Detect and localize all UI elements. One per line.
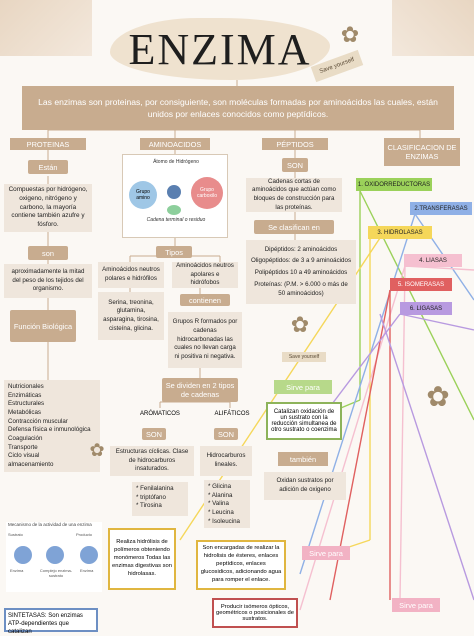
mech-label-enzima-2: Enzima bbox=[80, 568, 94, 573]
mech-label-complejo: Complejo enzima-sustrato bbox=[39, 568, 73, 578]
tipo-apolares: Aminoácidos neutros apolares e hidrófobo… bbox=[172, 262, 238, 288]
mechanism-figure: Mecanismo de la actividad de una enzima … bbox=[6, 522, 102, 592]
diagram-title: Átomo de Hidrógeno bbox=[153, 159, 199, 165]
aromatico-item: * Tirosina bbox=[136, 502, 162, 510]
clase-transferasas: 2.TRANSFERASAS bbox=[410, 202, 472, 215]
corner-collage-left bbox=[0, 0, 92, 56]
proteinas-son-desc: aproximadamente la mitad del peso de los… bbox=[4, 264, 92, 298]
dividen-pill: Se dividen en 2 tipos de cadenas bbox=[162, 378, 238, 402]
mech-label-sustrato: Sustrato bbox=[8, 532, 23, 537]
peptidos-desc: Cadenas cortas de aminoácidos que actúan… bbox=[246, 178, 342, 212]
aromaticos-desc: Estructuras cíclicas. Clase de hidrocarb… bbox=[110, 446, 194, 476]
funcion-item: Estructurales bbox=[8, 400, 45, 408]
alifaticos-label: ALIFÁTICOS bbox=[214, 411, 250, 417]
alifaticos-list: * Glicina * Alanina * Valina * Leucina *… bbox=[204, 480, 250, 528]
clase-ligasas: 6. LIGASAS bbox=[400, 302, 452, 315]
isomer-desc: Producir isómeros ópticos, geométricos o… bbox=[212, 598, 298, 628]
oxido-desc: Catalizan oxidación de un sustrato con l… bbox=[266, 402, 342, 440]
funcion-item: Coagulación bbox=[8, 435, 43, 443]
aromaticos-list: * Fenilalanina * triptófano * Tirosina bbox=[132, 482, 188, 516]
proteinas-estan: Están bbox=[28, 160, 68, 174]
alifatico-item: * Glicina bbox=[208, 483, 232, 490]
funcion-item: Enzimáticas bbox=[8, 391, 42, 399]
tipo-polares-list: Serina, treonina, glutamina, asparagina,… bbox=[98, 292, 164, 340]
clase-isomerasas: 5. ISOMERASAS bbox=[390, 278, 452, 291]
clase-oxidorreductoras: 1. OXIDORREDUCTORAS bbox=[356, 178, 432, 191]
proteinas-desc: Compuestas por hidrógeno, oxigeno, nitró… bbox=[4, 184, 92, 232]
residue-icon bbox=[167, 205, 181, 215]
funcion-item: Nutricionales bbox=[8, 383, 44, 390]
peptidos-header: PÉPTIDOS bbox=[262, 138, 328, 150]
peptido-item: Oligopéptidos: de 3 a 9 aminoácidos bbox=[250, 257, 352, 265]
complex-icon bbox=[46, 546, 64, 564]
proteinas-son: son bbox=[28, 246, 68, 260]
proteinas-header: PROTEINAS bbox=[10, 138, 86, 150]
aromaticos-label: ARÓMATICOS bbox=[140, 411, 180, 417]
alifatico-item: * Valina bbox=[208, 500, 229, 508]
tipo-polares: Aminoácidos neutros polares e hidrófilos bbox=[98, 262, 164, 288]
tipos-pill: Tipos bbox=[156, 246, 192, 258]
peptido-item: Dipéptidos: 2 aminoácidos bbox=[264, 245, 338, 253]
tambien-pill: también bbox=[278, 452, 328, 466]
aromaticos-son: SON bbox=[142, 428, 166, 440]
funciones-list: Nutricionales Enzimáticas Estructurales … bbox=[4, 380, 100, 472]
sintetasas-desc: SINTETASAS: Son enzimas ATP-dependientes… bbox=[4, 608, 98, 635]
grupo-amino-circle: Grupo amino bbox=[129, 181, 157, 209]
corner-collage-right bbox=[392, 0, 474, 56]
contienen-pill: contienen bbox=[180, 294, 230, 306]
clasificacion-header: CLASIFICACION DE ENZIMAS bbox=[384, 138, 460, 166]
sirve-para-hidrolasas: Sirve para bbox=[302, 546, 350, 560]
funcion-item: Transporte bbox=[8, 443, 38, 451]
oxido-desc2: Oxidan sustratos por adición de oxigeno bbox=[264, 472, 346, 500]
intro-banner: Las enzimas son proteinas, por consiguie… bbox=[22, 86, 454, 130]
peptido-item: Proteínas: (P.M. > 6.000 o más de 50 ami… bbox=[254, 280, 348, 297]
alifaticos-desc: Hidrocarburos lineales. bbox=[200, 446, 252, 476]
clase-liasas: 4. LIASAS bbox=[404, 254, 462, 267]
alifaticos-son: SON bbox=[214, 428, 238, 440]
flower-icon: ✿ bbox=[340, 22, 360, 47]
enzyme-icon bbox=[80, 546, 98, 564]
aromatico-item: * Fenilalanina bbox=[136, 485, 174, 492]
funcion-biologica: Función Biológica bbox=[10, 310, 76, 342]
hidrolasas-desc: Son encargadas de realizar la hidrolisis… bbox=[196, 540, 286, 590]
diagram-bottom: Cadena terminal o residuo bbox=[146, 217, 206, 223]
clasifican-pill: Se clasifican en bbox=[254, 220, 334, 234]
aminoacidos-header: AMINOACIDOS bbox=[140, 138, 210, 150]
mech-label-producto: Producto bbox=[76, 532, 93, 537]
mech-label-enzima: Enzima bbox=[10, 568, 24, 573]
peptidos-son: SON bbox=[282, 158, 308, 172]
alifatico-item: * Alanina bbox=[208, 491, 233, 499]
mechanism-title: Mecanismo de la actividad de una enzima bbox=[8, 522, 92, 527]
page-title: ENZIMA bbox=[110, 18, 330, 80]
clase-hidrolasas: 3. HIDROLASAS bbox=[368, 226, 432, 239]
sirve-para-oxido: Sirve para bbox=[274, 380, 332, 394]
hidrol-desc: Realiza hidrólisis de polímeros obtenien… bbox=[108, 528, 176, 590]
sirve-para-isomerasas: Sirve para bbox=[392, 598, 440, 612]
carbon-atom-icon bbox=[167, 185, 181, 199]
peptido-item: Polipéptidos 10 a 49 aminoácidos bbox=[254, 269, 348, 277]
alifatico-item: * Leucina bbox=[208, 509, 234, 517]
funcion-item: Defensa física e inmunológica bbox=[8, 426, 91, 434]
grupo-carboxilo-circle: Grupo carboxilo bbox=[191, 177, 223, 209]
aminoacid-diagram: Átomo de Hidrógeno Grupo amino Grupo car… bbox=[122, 154, 228, 238]
grupos-r-desc: Grupos R formados por cadenas hidrocarbo… bbox=[168, 312, 242, 368]
flower-icon: ✿ bbox=[89, 440, 105, 460]
funcion-item: Contracción muscular bbox=[8, 417, 68, 425]
flower-icon: ✿ bbox=[290, 312, 310, 337]
flower-icon: ✿ bbox=[426, 381, 450, 412]
funcion-item: Ciclo visual bbox=[8, 452, 40, 460]
alifatico-item: * Isoleucina bbox=[208, 517, 241, 525]
peptidos-flower-tag: Save yourself bbox=[282, 352, 326, 362]
peptidos-list: Dipéptidos: 2 aminoácidos Oligopéptidos:… bbox=[246, 240, 356, 304]
funcion-item: Metabólicas bbox=[8, 409, 42, 417]
funcion-item: almacenamiento bbox=[8, 461, 54, 469]
enzyme-icon bbox=[14, 546, 32, 564]
aromatico-item: * triptófano bbox=[136, 493, 166, 501]
